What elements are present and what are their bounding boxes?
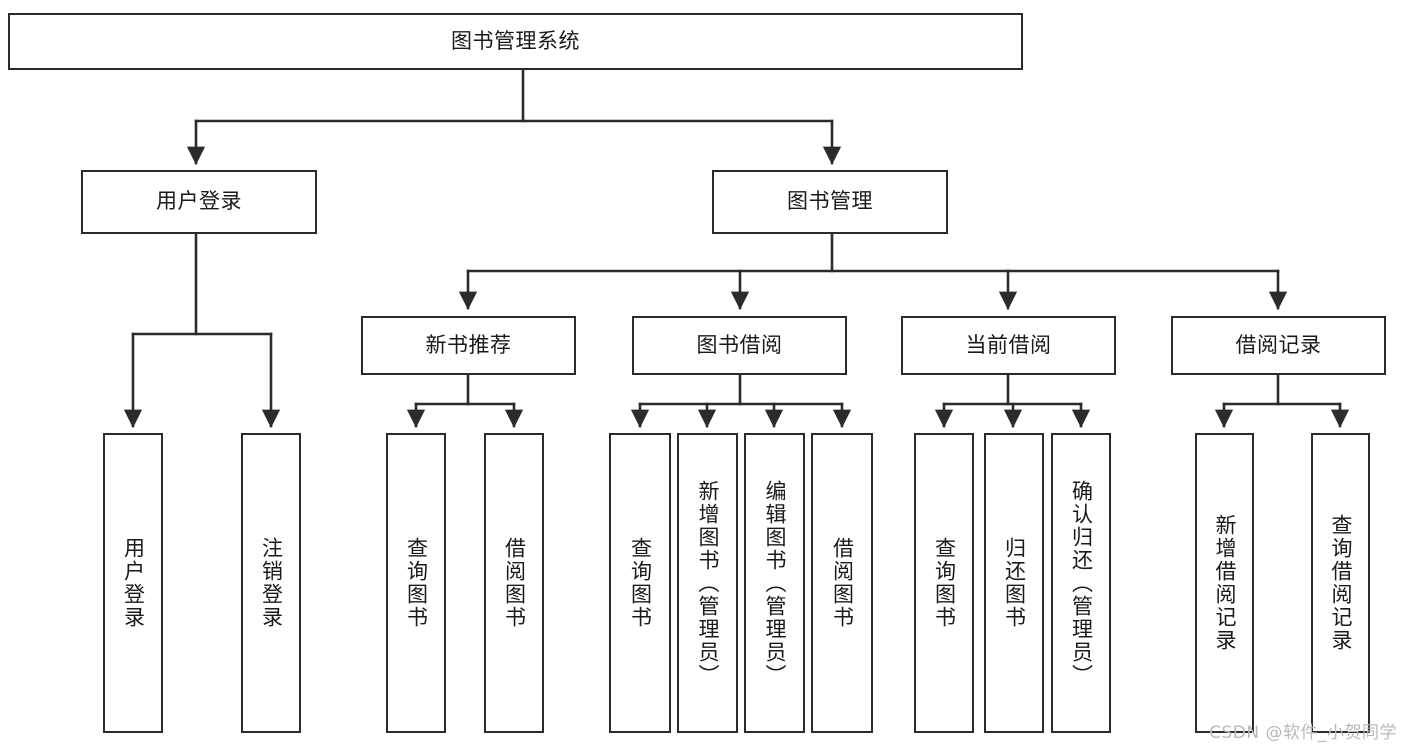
node-book-manage[interactable]: 图书管理 — [712, 170, 948, 234]
node-leaf-borrow-book-2-label: 借阅图书 — [830, 537, 855, 629]
node-leaf-add-book-label: 新增图书（管理员） — [695, 479, 720, 687]
node-current-borrow-label: 当前借阅 — [965, 332, 1052, 357]
node-current-borrow[interactable]: 当前借阅 — [901, 316, 1116, 375]
node-book-borrow[interactable]: 图书借阅 — [632, 316, 847, 375]
node-book-borrow-label: 图书借阅 — [696, 332, 783, 357]
node-leaf-query-book-2-label: 查询图书 — [628, 537, 653, 629]
node-borrow-record-label: 借阅记录 — [1235, 332, 1322, 357]
node-leaf-query-book-2[interactable]: 查询图书 — [609, 433, 671, 733]
node-leaf-query-book-3-label: 查询图书 — [932, 537, 957, 629]
node-leaf-confirm-return-label: 确认归还（管理员） — [1069, 479, 1094, 687]
node-leaf-borrow-book-1[interactable]: 借阅图书 — [484, 433, 544, 733]
node-leaf-add-book[interactable]: 新增图书（管理员） — [677, 433, 738, 733]
node-leaf-borrow-book-2[interactable]: 借阅图书 — [811, 433, 873, 733]
node-leaf-add-record-label: 新增借阅记录 — [1212, 514, 1237, 652]
node-leaf-return-book-label: 归还图书 — [1002, 537, 1027, 629]
node-new-book-recommend-label: 新书推荐 — [425, 332, 512, 357]
node-new-book-recommend[interactable]: 新书推荐 — [361, 316, 576, 375]
node-root-label: 图书管理系统 — [451, 28, 580, 53]
node-leaf-return-book[interactable]: 归还图书 — [984, 433, 1044, 733]
node-leaf-query-book-3[interactable]: 查询图书 — [914, 433, 974, 733]
node-root[interactable]: 图书管理系统 — [8, 13, 1023, 70]
node-leaf-add-record[interactable]: 新增借阅记录 — [1195, 433, 1254, 733]
node-leaf-edit-book-label: 编辑图书（管理员） — [762, 479, 787, 687]
csdn-watermark: CSDN @软件_小贺同学 — [1209, 723, 1397, 743]
node-borrow-record[interactable]: 借阅记录 — [1171, 316, 1386, 375]
node-leaf-query-record-label: 查询借阅记录 — [1328, 514, 1353, 652]
node-leaf-query-book-1-label: 查询图书 — [404, 537, 429, 629]
node-leaf-user-login-label: 用户登录 — [121, 537, 146, 629]
node-leaf-edit-book[interactable]: 编辑图书（管理员） — [744, 433, 805, 733]
node-book-manage-label: 图书管理 — [787, 189, 873, 214]
node-leaf-user-logout[interactable]: 注销登录 — [241, 433, 301, 733]
node-user-login[interactable]: 用户登录 — [81, 170, 317, 234]
node-leaf-user-logout-label: 注销登录 — [259, 537, 284, 629]
node-leaf-user-login[interactable]: 用户登录 — [103, 433, 163, 733]
node-leaf-confirm-return[interactable]: 确认归还（管理员） — [1051, 433, 1111, 733]
node-leaf-query-book-1[interactable]: 查询图书 — [386, 433, 446, 733]
node-user-login-label: 用户登录 — [156, 189, 242, 214]
node-leaf-query-record[interactable]: 查询借阅记录 — [1311, 433, 1370, 733]
node-leaf-borrow-book-1-label: 借阅图书 — [502, 537, 527, 629]
